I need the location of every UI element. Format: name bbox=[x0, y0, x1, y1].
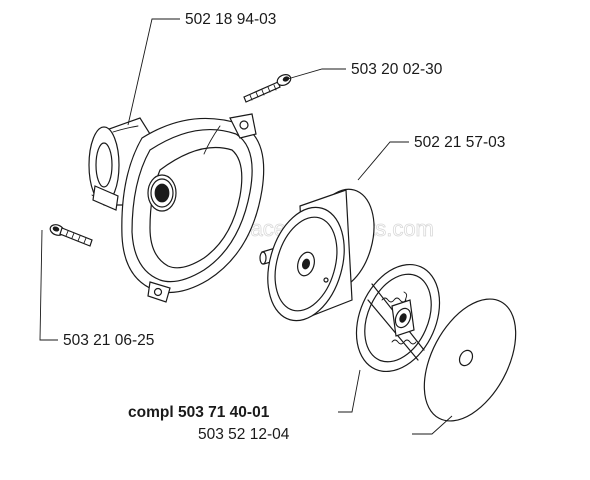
washer-plate-part bbox=[423, 298, 517, 422]
clutch-assembly-part bbox=[355, 263, 441, 373]
screw-top-part bbox=[243, 74, 292, 103]
screw-left-part bbox=[49, 224, 93, 247]
clutch-drum-part-number: 502 21 57-03 bbox=[414, 134, 505, 151]
clutch-drum-part bbox=[259, 188, 375, 322]
gear-housing-part bbox=[88, 113, 265, 303]
screw-top-part-number: 503 20 02-30 bbox=[351, 61, 443, 78]
leader-clutch-assembly bbox=[338, 369, 361, 413]
leader-washer-plate bbox=[412, 415, 453, 435]
leader-housing bbox=[127, 18, 180, 126]
leader-screw-top bbox=[283, 68, 346, 81]
clutch-assembly-part-number: compl 503 71 40-01 bbox=[128, 404, 270, 421]
screw-left-part-number: 503 21 06-25 bbox=[63, 332, 154, 349]
leader-clutch-drum bbox=[357, 141, 409, 181]
housing-part-number: 502 18 94-03 bbox=[185, 11, 276, 28]
washer-plate-part-number: 503 52 12-04 bbox=[198, 426, 290, 443]
leader-screw-left bbox=[39, 229, 58, 341]
